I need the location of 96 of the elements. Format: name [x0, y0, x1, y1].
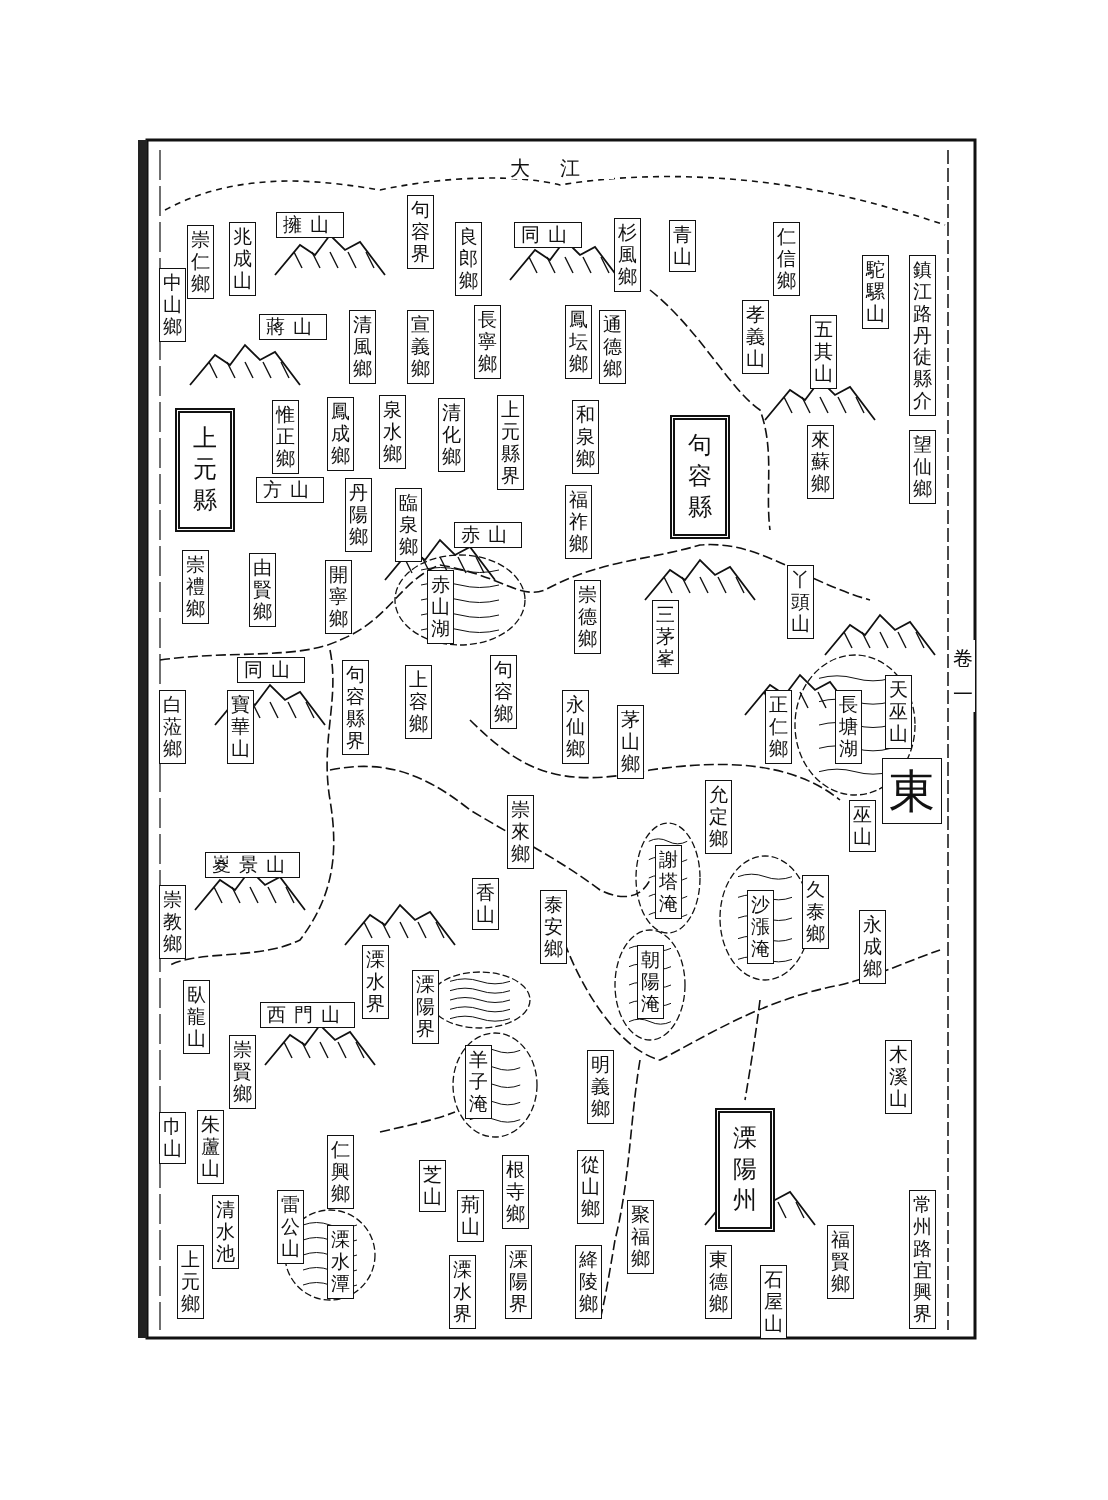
river-label: 大江 — [506, 158, 614, 179]
place-label: 句容鄉 — [489, 655, 517, 729]
place-label: 天巫山 — [884, 675, 912, 749]
county-seat-label: 上元縣 — [175, 408, 235, 532]
place-label: 崇來鄉 — [506, 795, 534, 869]
place-label: 溧水潭 — [326, 1225, 354, 1299]
place-label: 鳳坛鄉 — [564, 305, 592, 379]
place-label: 羊子淹 — [464, 1045, 492, 1119]
place-label: 通德鄉 — [598, 310, 626, 384]
place-label: 絳陵鄉 — [574, 1245, 602, 1319]
place-label: 赤山湖 — [426, 570, 454, 644]
place-label: 聚福鄉 — [626, 1200, 654, 1274]
place-label: 中山鄉 — [158, 268, 186, 342]
place-label: 方山 — [256, 477, 324, 503]
place-label: 泉水鄉 — [378, 395, 406, 469]
place-label: 長寧鄉 — [473, 305, 501, 379]
place-label: 溧陽界 — [411, 970, 439, 1044]
place-label: 蔣山 — [259, 314, 327, 340]
place-label: 溧水界 — [448, 1255, 476, 1329]
place-label: 福賢鄉 — [826, 1225, 854, 1299]
county-seat-label: 溧陽州 — [715, 1108, 775, 1232]
place-label: 宣義鄉 — [406, 310, 434, 384]
place-label: 泰安鄉 — [539, 890, 567, 964]
place-label: 崇賢鄉 — [228, 1035, 256, 1109]
place-label: 望仙鄉 — [908, 430, 936, 504]
place-label: 巾山 — [158, 1112, 186, 1164]
place-label: 木溪山 — [884, 1040, 912, 1114]
place-label: 三茅峯 — [651, 600, 679, 674]
place-label: 清風鄉 — [348, 310, 376, 384]
place-label: 從山鄉 — [576, 1150, 604, 1224]
place-label: 雷公山 — [276, 1190, 304, 1264]
place-label: 由賢鄉 — [248, 553, 276, 627]
place-label: 仁信鄉 — [772, 222, 800, 296]
place-label: 惟正鄉 — [271, 400, 299, 474]
place-label: 鎮江路丹徒縣介 — [908, 255, 936, 416]
place-label: 句容縣界 — [341, 660, 369, 756]
place-label: 常州路宜興界 — [908, 1190, 936, 1330]
place-label: 長塘湖 — [834, 690, 862, 764]
place-label: 赤山 — [454, 522, 522, 548]
place-label: 允定鄉 — [704, 780, 732, 854]
place-label: 崇德鄉 — [573, 580, 601, 654]
place-label: 荊山 — [456, 1190, 484, 1242]
place-label: 青山 — [668, 220, 696, 272]
place-label: 丫頭山 — [786, 565, 814, 639]
place-label: 寶華山 — [226, 690, 254, 764]
place-label: 崇教鄉 — [158, 885, 186, 959]
place-label: 鳳成鄉 — [326, 397, 354, 471]
place-label: 清化鄉 — [437, 398, 465, 472]
place-label: 駝騾山 — [861, 255, 889, 329]
place-label: 根寺鄉 — [501, 1155, 529, 1229]
place-label: 永仙鄉 — [561, 690, 589, 764]
place-label: 白蒞鄉 — [158, 690, 186, 764]
place-label: 來蘇鄉 — [806, 425, 834, 499]
place-label: 東德鄉 — [704, 1245, 732, 1319]
place-label: 開寧鄉 — [324, 560, 352, 634]
place-label: 朱蘆山 — [196, 1110, 224, 1184]
place-label: 臥龍山 — [182, 980, 210, 1054]
place-label: 福祚鄉 — [564, 485, 592, 559]
place-label: 久泰鄉 — [801, 875, 829, 949]
place-label: 同山 — [237, 657, 305, 683]
place-label: 和泉鄉 — [571, 400, 599, 474]
place-label: 永成鄉 — [858, 910, 886, 984]
place-label: 謝塔淹 — [654, 845, 682, 919]
place-label: 句容界 — [406, 195, 434, 269]
place-label: 同山 — [514, 222, 582, 248]
place-label: 正仁鄉 — [764, 690, 792, 764]
place-label: 崇仁鄉 — [186, 225, 214, 299]
place-label: 臨泉鄉 — [394, 488, 422, 562]
place-label: 擁山 — [276, 212, 344, 238]
place-label: 石屋山 — [759, 1265, 787, 1339]
place-label: 香山 — [471, 878, 499, 930]
place-label: 溧水界 — [361, 945, 389, 1019]
place-label: 丹陽鄉 — [344, 478, 372, 552]
place-label: 良郎鄉 — [454, 222, 482, 296]
place-label: 五其山 — [809, 315, 837, 389]
place-label: 兆成山 — [228, 222, 256, 296]
place-label: 杉風鄉 — [613, 218, 641, 292]
place-label: 溧陽界 — [504, 1245, 532, 1319]
place-label: 崇禮鄉 — [181, 550, 209, 624]
place-label: 芝山 — [418, 1160, 446, 1212]
place-label: 上元鄉 — [176, 1245, 204, 1319]
place-label: 孝義山 — [741, 300, 769, 374]
place-label: 巫山 — [848, 800, 876, 852]
volume-label: 卷一 — [951, 640, 975, 712]
place-label: 明義鄉 — [586, 1050, 614, 1124]
direction-label: 東 — [882, 758, 942, 825]
place-label: 上容鄉 — [404, 665, 432, 739]
county-seat-label: 句容縣 — [670, 415, 730, 539]
place-label: 西門山 — [259, 1002, 355, 1028]
place-label: 嵏景山 — [204, 852, 300, 878]
place-label: 上元縣界 — [496, 395, 524, 491]
place-label: 清水池 — [211, 1195, 239, 1269]
place-label: 仁興鄉 — [326, 1135, 354, 1209]
place-label: 朝陽淹 — [636, 945, 664, 1019]
place-label: 茅山鄉 — [616, 705, 644, 779]
place-label: 沙漲淹 — [746, 890, 774, 964]
